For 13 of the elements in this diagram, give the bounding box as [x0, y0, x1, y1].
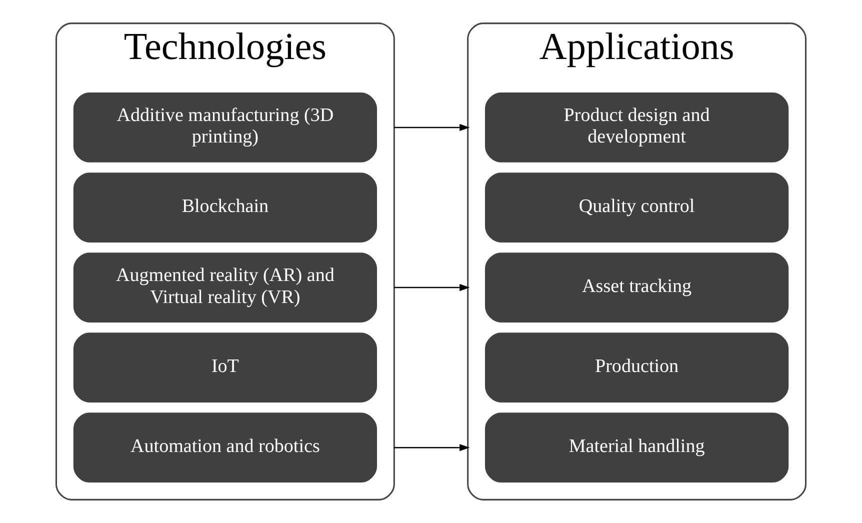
- arrow: [394, 444, 470, 452]
- arrow: [394, 284, 470, 292]
- node-box: Augmented reality (AR) and Virtual reality (VR): [73, 252, 377, 322]
- node-box: Material handling: [485, 412, 789, 483]
- node-box: Production: [485, 332, 789, 402]
- arrow: [394, 124, 470, 132]
- node-box: Blockchain: [73, 172, 377, 242]
- node-box: Quality control: [485, 172, 789, 242]
- node-box: Automation and robotics: [73, 412, 377, 483]
- node-box: Additive manufacturing (3D printing): [73, 92, 377, 162]
- node-box: Product design and development: [485, 92, 789, 162]
- node-box: Asset tracking: [485, 252, 789, 322]
- node-box: IoT: [73, 332, 377, 402]
